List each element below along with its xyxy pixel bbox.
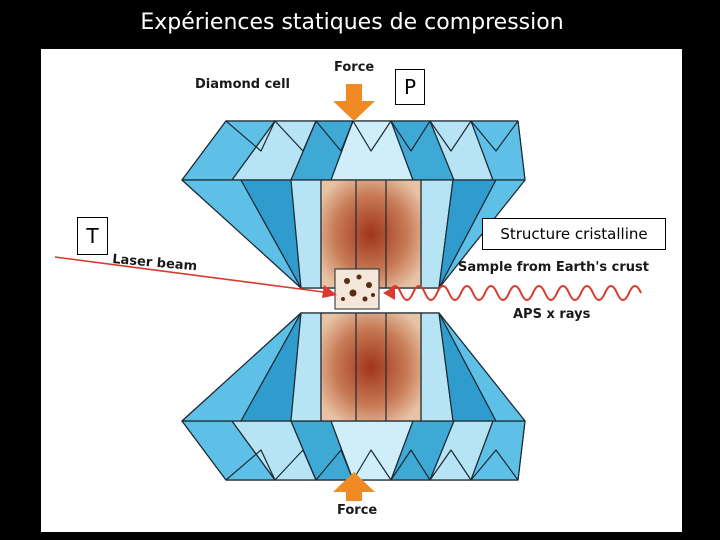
sample-chamber bbox=[334, 268, 380, 310]
diamond-anvil-figure: Diamond cell Force Force Laser beam Samp… bbox=[41, 49, 682, 532]
top-diamond bbox=[181, 120, 526, 289]
xray-label: APS x rays bbox=[513, 307, 591, 322]
diamond-cell-diagram bbox=[54, 84, 642, 501]
slide-title: Expériences statiques de compression bbox=[140, 10, 564, 35]
force-arrow-top bbox=[333, 84, 375, 121]
structure-box: Structure cristalline bbox=[482, 218, 666, 250]
xray-wave bbox=[383, 285, 642, 301]
laser-beam bbox=[54, 256, 337, 298]
diamond-cell-label: Diamond cell bbox=[195, 77, 291, 92]
sample-label: Sample from Earth's crust bbox=[458, 260, 649, 275]
force-bottom-label: Force bbox=[337, 503, 378, 518]
bottom-diamond bbox=[181, 312, 526, 481]
force-top-label: Force bbox=[334, 60, 375, 75]
temperature-box: T bbox=[77, 217, 108, 255]
pressure-box: P bbox=[395, 69, 425, 105]
force-arrow-bottom bbox=[333, 472, 375, 501]
